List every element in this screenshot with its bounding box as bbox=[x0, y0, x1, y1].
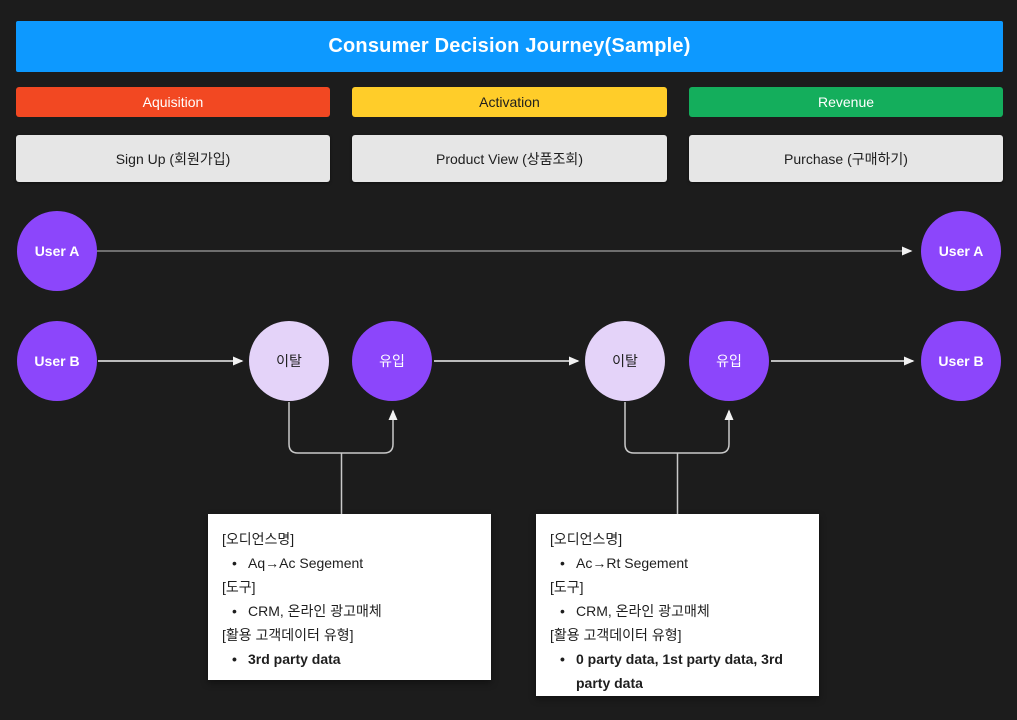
node-label: User B bbox=[938, 353, 984, 369]
node-user-b-start[interactable]: User B bbox=[17, 321, 97, 401]
note-bullet: CRM, 온라인 광고매체 bbox=[222, 599, 477, 623]
node-label: 유입 bbox=[379, 353, 405, 369]
diagram-title-banner[interactable]: Consumer Decision Journey(Sample) bbox=[16, 21, 1003, 72]
note-bullet: Aq→Ac Segement bbox=[222, 551, 477, 575]
stage-label: Revenue bbox=[817, 94, 875, 110]
note-bullet: 3rd party data bbox=[222, 647, 477, 671]
note-section-header: [활용 고객데이터 유형] bbox=[550, 627, 682, 643]
step-label: Product View (상품조회) bbox=[436, 150, 583, 167]
step-bar-product-view[interactable]: Product View (상품조회) bbox=[352, 135, 667, 182]
step-label: Sign Up (회원가입) bbox=[115, 150, 231, 167]
node-churn-2[interactable]: 이탈 bbox=[585, 321, 665, 401]
node-label: User A bbox=[34, 243, 80, 259]
stage-bar-revenue[interactable]: Revenue bbox=[689, 87, 1003, 117]
note-bullet: 0 party data, 1st party data, 3rd party … bbox=[550, 647, 805, 695]
node-label: 이탈 bbox=[276, 353, 302, 369]
node-user-b-end[interactable]: User B bbox=[921, 321, 1001, 401]
audience-note-1[interactable]: [오디언스명] Aq→Ac Segement [도구] CRM, 온라인 광고매… bbox=[208, 514, 491, 680]
note-section-header: [오디언스명] bbox=[550, 531, 623, 547]
note-bullet: CRM, 온라인 광고매체 bbox=[550, 599, 805, 623]
note-bullet: Ac→Rt Segement bbox=[550, 551, 805, 575]
stage-bar-aquisition[interactable]: Aquisition bbox=[16, 87, 330, 117]
stage-label: Activation bbox=[479, 94, 540, 110]
note-section-header: [활용 고객데이터 유형] bbox=[222, 627, 354, 643]
bracket-churn2-to-inflow2 bbox=[624, 402, 734, 454]
node-label: 유입 bbox=[716, 353, 742, 369]
note-section-header: [도구] bbox=[222, 579, 256, 595]
node-label: User B bbox=[34, 353, 80, 369]
step-label: Purchase (구매하기) bbox=[784, 150, 908, 167]
step-bar-purchase[interactable]: Purchase (구매하기) bbox=[689, 135, 1003, 182]
note-section-header: [오디언스명] bbox=[222, 531, 295, 547]
node-inflow-2[interactable]: 유입 bbox=[689, 321, 769, 401]
stage-bar-activation[interactable]: Activation bbox=[352, 87, 667, 117]
node-label: 이탈 bbox=[612, 353, 638, 369]
audience-note-2[interactable]: [오디언스명] Ac→Rt Segement [도구] CRM, 온라인 광고매… bbox=[536, 514, 819, 696]
node-churn-1[interactable]: 이탈 bbox=[249, 321, 329, 401]
node-inflow-1[interactable]: 유입 bbox=[352, 321, 432, 401]
node-label: User A bbox=[938, 243, 984, 259]
bracket-churn1-to-inflow1 bbox=[288, 402, 398, 454]
note-section-header: [도구] bbox=[550, 579, 584, 595]
stage-label: Aquisition bbox=[142, 94, 204, 110]
node-user-a-end[interactable]: User A bbox=[921, 211, 1001, 291]
node-user-a-start[interactable]: User A bbox=[17, 211, 97, 291]
step-bar-sign-up[interactable]: Sign Up (회원가입) bbox=[16, 135, 330, 182]
diagram-title: Consumer Decision Journey(Sample) bbox=[328, 35, 691, 57]
